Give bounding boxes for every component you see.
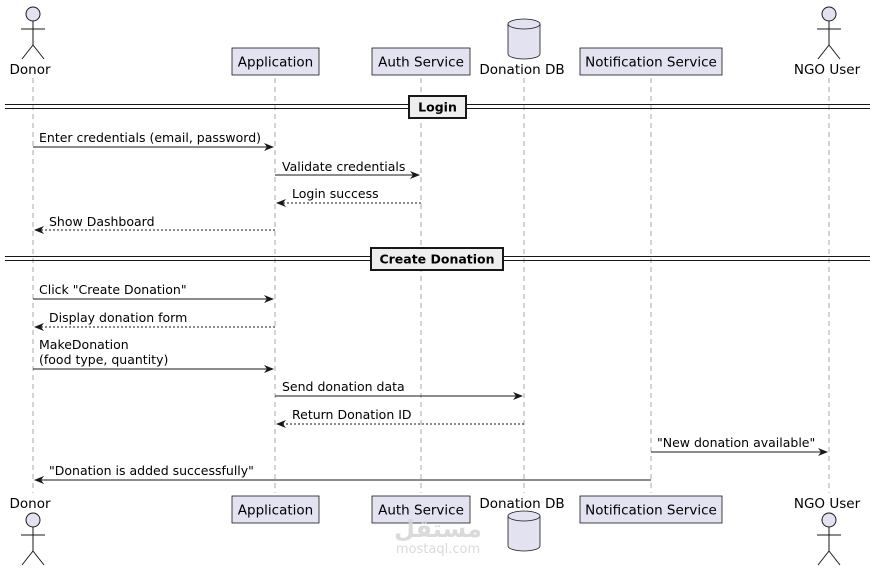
participant-donor-label: Donor [9, 62, 50, 78]
participant-auth-box [371, 47, 471, 76]
message-label: Validate credentials [282, 159, 405, 174]
participant-db-label: Donation DB [479, 62, 564, 78]
database-icon [507, 18, 541, 60]
participant-auth-label: Auth Service [378, 55, 464, 71]
participant-application-label: Application [238, 503, 313, 519]
database-icon [507, 510, 541, 552]
participant-application-box [231, 495, 320, 524]
message-label: Login success [292, 186, 379, 201]
participant-notification-box [579, 495, 723, 524]
watermark-latin: mostaql.com [396, 542, 480, 557]
participant-application-label: Application [238, 55, 313, 71]
message-label: Show Dashboard [49, 214, 155, 229]
watermark: مستقل mostaql.com [394, 515, 482, 557]
message-label: Return Donation ID [292, 407, 412, 422]
ngo-actor-icon [817, 6, 841, 60]
participants-top: Donor Application Auth Service Donation … [9, 6, 861, 78]
participant-notification-label: Notification Service [585, 503, 717, 519]
participant-ngo-label: NGO User [794, 496, 861, 512]
section-create-donation-label: Create Donation [379, 252, 494, 267]
watermark-arabic: مستقل [394, 515, 482, 543]
participant-application-box [231, 47, 320, 76]
message-label-line2: (food type, quantity) [39, 352, 168, 367]
messages: Enter credentials (email, password) Vali… [33, 130, 828, 484]
section-login-label: Login [418, 100, 457, 115]
section-divider-create-donation: Create Donation [5, 247, 870, 271]
message-label: Click "Create Donation" [39, 282, 187, 297]
message-label: Send donation data [282, 379, 405, 394]
section-divider-login: Login [5, 95, 870, 119]
participants-bottom: Donor Application Auth Service Donation … [9, 495, 861, 566]
participant-ngo-label: NGO User [794, 62, 861, 78]
participant-donor-label: Donor [9, 496, 50, 512]
ngo-actor-icon [817, 512, 841, 566]
participant-notification-box [579, 47, 723, 76]
donor-actor-icon [21, 6, 45, 60]
participant-db-label: Donation DB [479, 496, 564, 512]
participant-auth-label: Auth Service [378, 503, 464, 519]
message-label: "New donation available" [657, 435, 815, 450]
participant-auth-box [371, 495, 471, 524]
message-label: Display donation form [49, 310, 187, 325]
participant-notification-label: Notification Service [585, 55, 717, 71]
donor-actor-icon [21, 512, 45, 566]
message-label: MakeDonation [39, 337, 129, 352]
message-label: Enter credentials (email, password) [39, 130, 261, 145]
message-label: "Donation is added successfully" [49, 463, 254, 478]
